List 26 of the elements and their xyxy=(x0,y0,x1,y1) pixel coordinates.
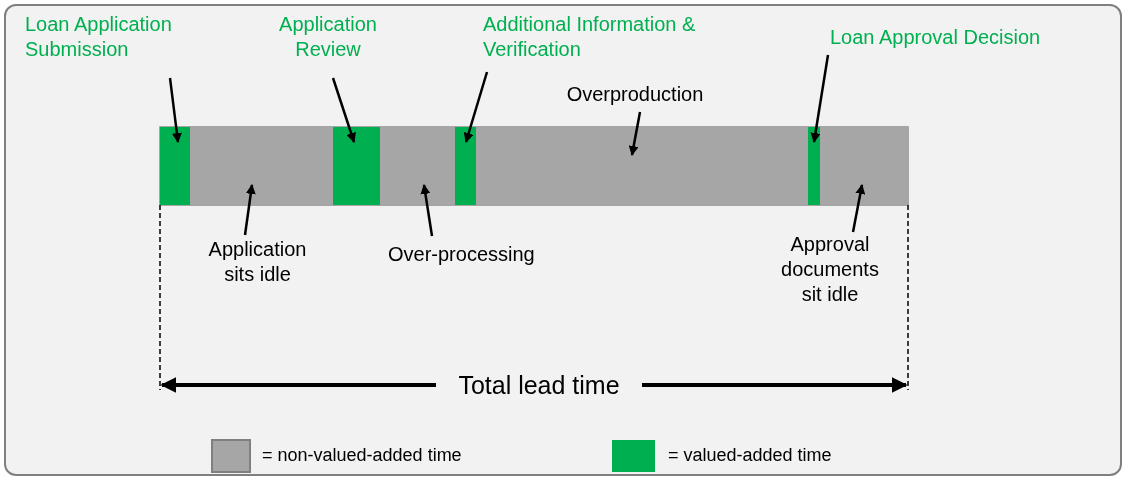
leader-arrow xyxy=(420,184,434,237)
non-value-added-segment xyxy=(476,127,808,205)
leader-arrow xyxy=(168,77,182,143)
legend-label: = non-valued-added time xyxy=(262,444,462,467)
step-label: Application Review xyxy=(258,12,398,62)
non-value-added-segment xyxy=(820,127,908,205)
waste-label: Over-processing xyxy=(388,242,588,267)
value-added-segment xyxy=(160,127,190,205)
step-label: Loan Application Submission xyxy=(25,12,195,62)
waste-label: Approval documents sit idle xyxy=(770,232,890,307)
waste-label: Overproduction xyxy=(560,82,710,107)
leader-arrow xyxy=(463,71,489,143)
dimension-label: Total lead time xyxy=(457,370,621,400)
value-added-segment xyxy=(808,127,820,205)
leader-arrow xyxy=(810,54,830,143)
non-value-added-segment xyxy=(190,127,333,205)
value-added-segment xyxy=(455,127,476,205)
legend-label: = valued-added time xyxy=(668,444,832,467)
leader-arrow xyxy=(851,184,866,233)
waste-label: Application sits idle xyxy=(200,237,315,287)
leader-arrow xyxy=(331,77,356,143)
value-added-segment xyxy=(333,127,380,205)
leader-arrow xyxy=(243,184,256,236)
non-value-added-segment xyxy=(380,127,455,205)
step-label: Loan Approval Decision xyxy=(830,25,1110,50)
step-label: Additional Information & Verification xyxy=(483,12,733,62)
